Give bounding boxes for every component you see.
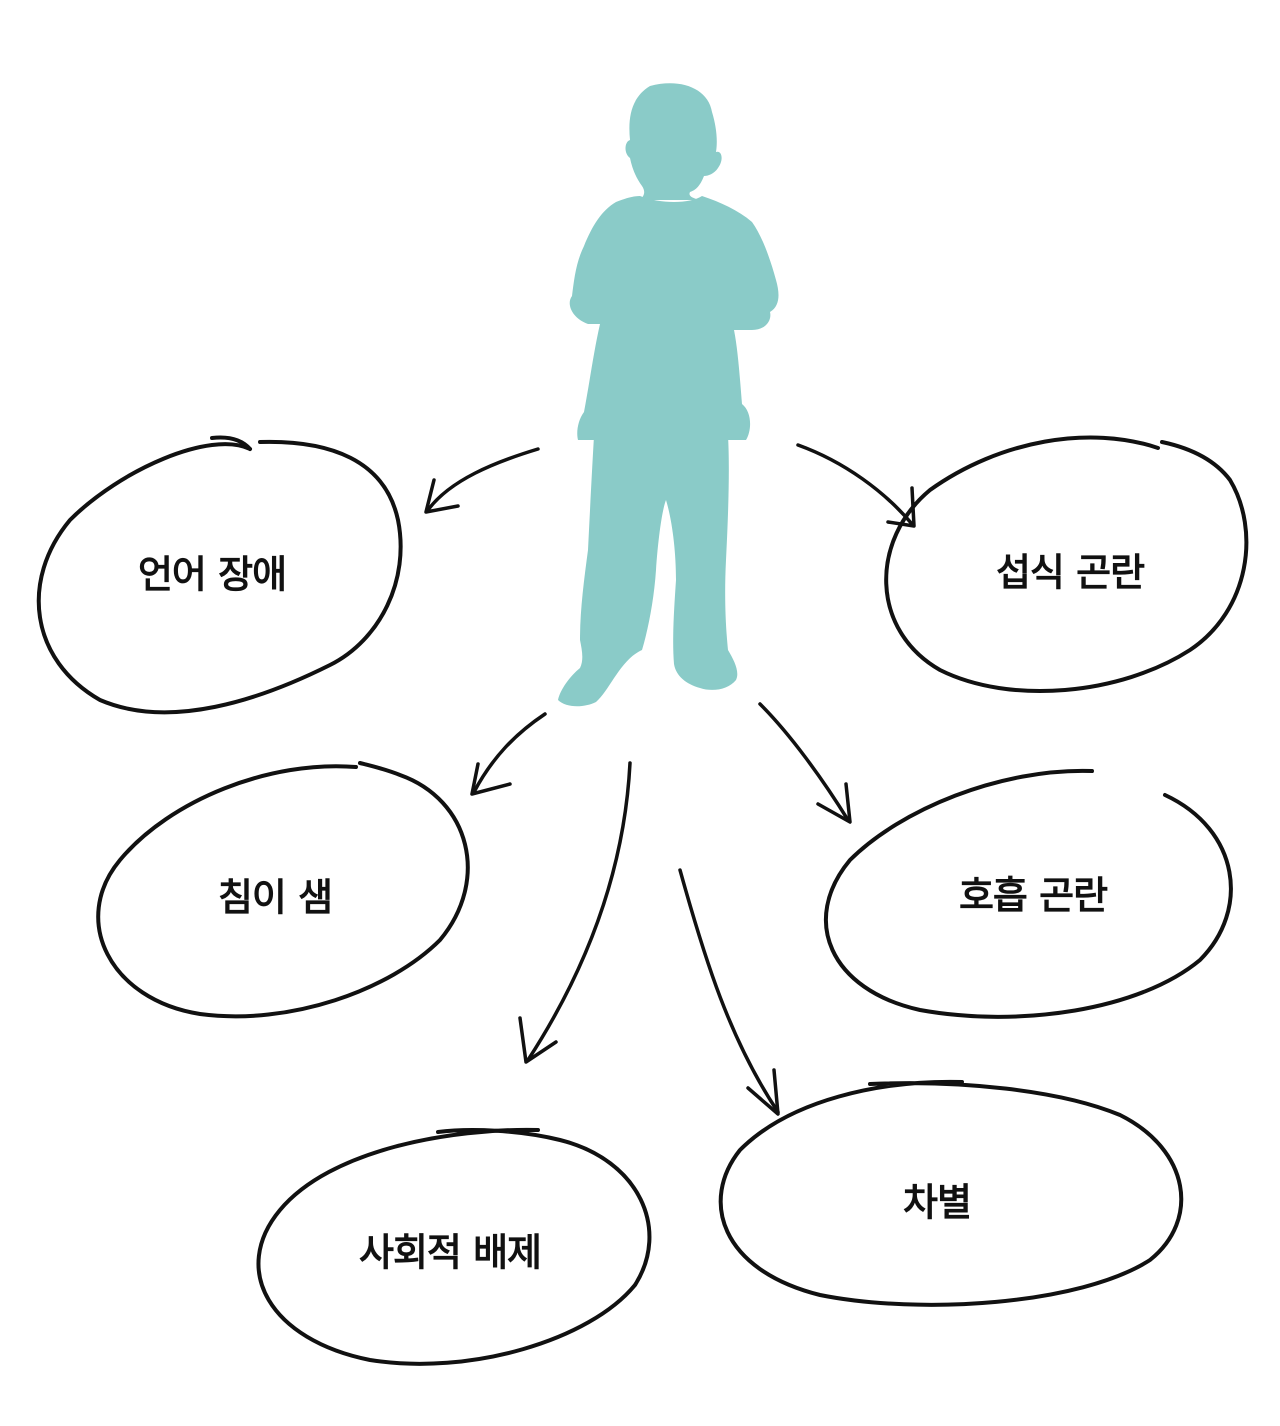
arrow-to-breathing <box>758 702 852 824</box>
node-exclusion-label: 사회적 배제 <box>359 1231 541 1275</box>
node-language: 언어 장애 <box>36 435 403 715</box>
node-breathing: 호흡 곤란 <box>823 768 1233 1019</box>
arrow-to-language <box>424 447 540 514</box>
node-discrimination: 차별 <box>718 1079 1184 1307</box>
node-drooling: 침이 샘 <box>96 761 470 1019</box>
child-silhouette <box>558 83 779 707</box>
arrow-to-swallowing <box>796 443 916 528</box>
node-language-label: 언어 장애 <box>138 553 286 597</box>
node-drooling-label: 침이 샘 <box>218 876 332 920</box>
arrow-to-drooling <box>470 712 547 796</box>
node-discrimination-label: 차별 <box>903 1181 971 1225</box>
arrow-to-exclusion <box>518 761 632 1064</box>
arrow-to-discrimination <box>678 868 780 1116</box>
node-swallowing: 섭식 곤란 <box>884 435 1249 694</box>
node-exclusion: 사회적 배제 <box>256 1127 652 1366</box>
node-swallowing-label: 섭식 곤란 <box>996 551 1145 595</box>
node-breathing-label: 호흡 곤란 <box>959 874 1108 918</box>
